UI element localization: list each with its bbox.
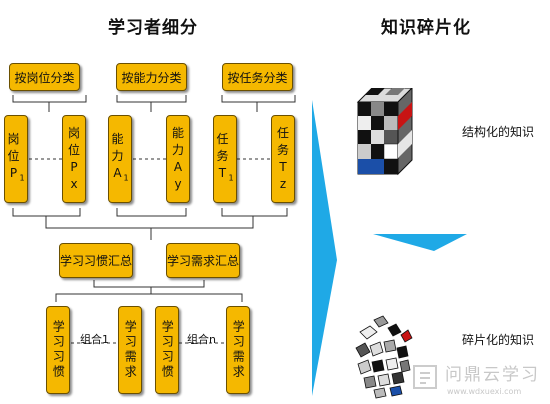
role-box-task-tz: 任务Tz [271, 115, 295, 203]
right-title: 知识碎片化 [381, 18, 471, 38]
down-arrow [373, 234, 467, 251]
group-n-habit-box: 学习习惯 [155, 306, 179, 394]
category-box-ability: 按能力分类 [116, 63, 187, 91]
group-n-label: 组合n [187, 333, 216, 346]
summary-box-habit: 学习习惯汇总 [59, 243, 133, 278]
watermark-logo-icon [413, 365, 437, 389]
fragmented-knowledge-label: 碎片化的知识 [462, 333, 535, 347]
category-box-position: 按岗位分类 [9, 63, 80, 91]
role-subscript: 1 [123, 173, 129, 183]
role-text: 任务T [216, 132, 229, 181]
watermark-url: www.wdxuexi.com [447, 387, 522, 396]
group1-demand-box: 学习需求 [118, 306, 142, 394]
role-subscript: 1 [19, 173, 25, 183]
group-n-demand-box: 学习需求 [226, 306, 250, 394]
structured-knowledge-label: 结构化的知识 [462, 125, 535, 139]
left-title: 学习者细分 [108, 18, 198, 38]
role-text: 岗位Px [68, 126, 81, 191]
group1-label: 组合1 [80, 333, 109, 346]
structured-cube-icon [356, 88, 413, 176]
role-box-ability-ay: 能力Ay [166, 115, 190, 203]
role-text: 任务Tz [277, 126, 290, 191]
role-text: 能力Ay [172, 126, 185, 191]
category-box-task: 按任务分类 [222, 63, 293, 91]
fragmented-cubes-icon [355, 315, 413, 399]
group1-habit-box: 学习习惯 [46, 306, 70, 394]
role-subscript: 1 [228, 173, 234, 183]
summary-box-demand: 学习需求汇总 [166, 243, 240, 278]
watermark-text: 问鼎云学习 [445, 365, 540, 385]
role-box-position-px: 岗位Px [62, 115, 86, 203]
role-text: 能力A [111, 132, 124, 181]
role-text: 岗位P [7, 132, 20, 181]
big-right-arrow [312, 100, 337, 396]
